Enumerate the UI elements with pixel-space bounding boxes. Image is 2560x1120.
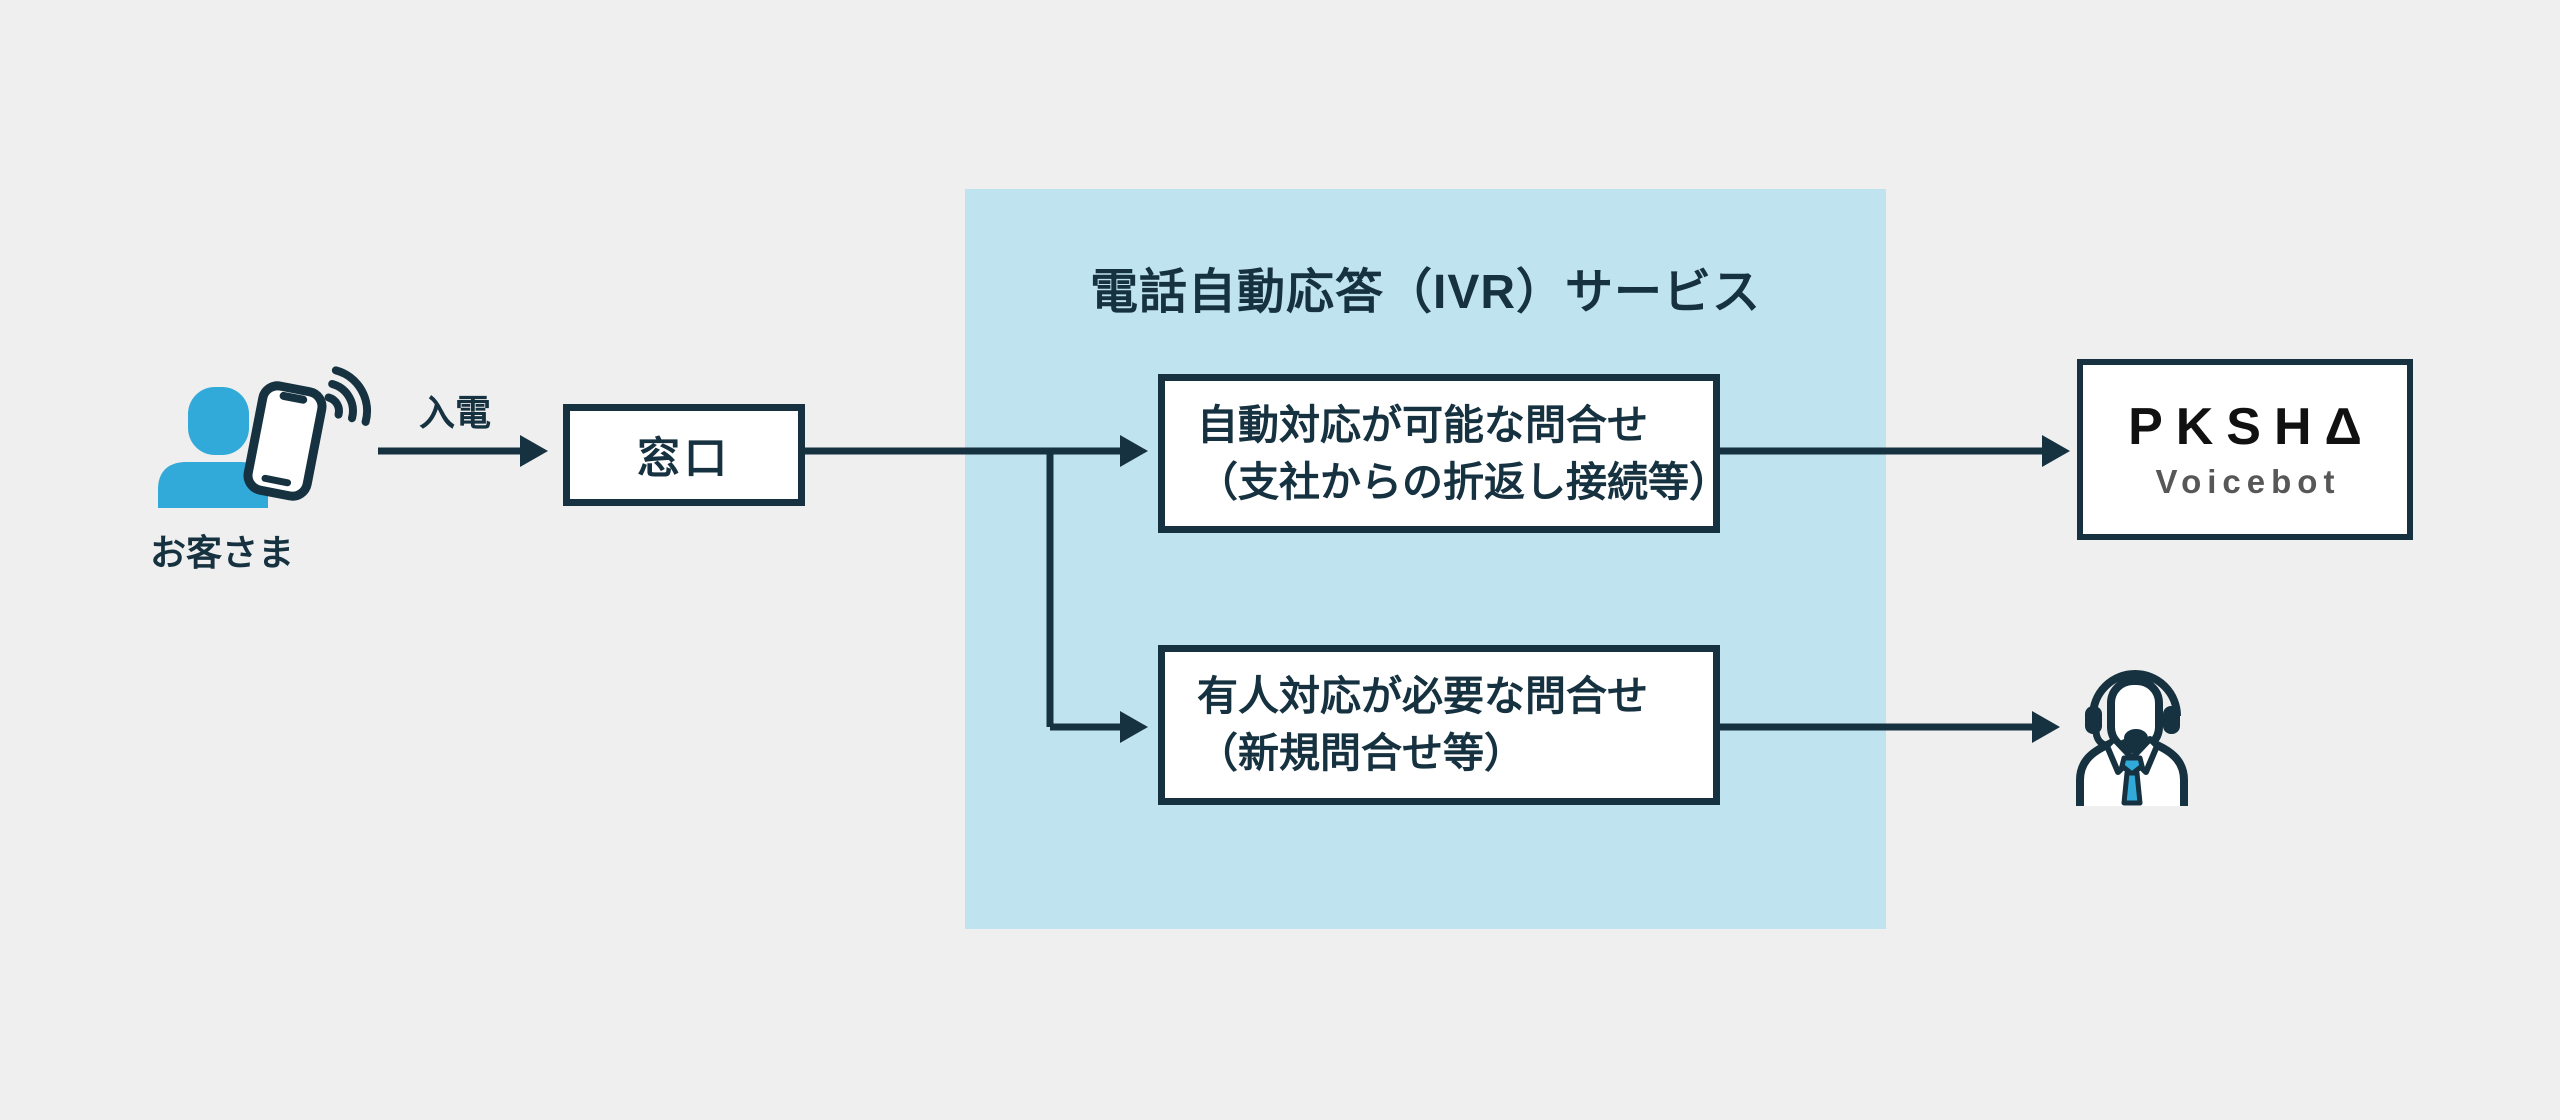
operator-headset-icon bbox=[2076, 670, 2188, 806]
tie-knot bbox=[2119, 755, 2145, 777]
headset-mic bbox=[2124, 729, 2148, 747]
incoming-call-label: 入電 bbox=[418, 392, 491, 433]
operator-face bbox=[2107, 677, 2163, 753]
smartphone-icon bbox=[243, 381, 327, 501]
tie-tail bbox=[2121, 770, 2143, 806]
human-response-line2: （新規問合せ等） bbox=[1197, 730, 1525, 776]
ivr-panel-title: 電話自動応答（IVR）サービス bbox=[1089, 266, 1762, 319]
arrow-incoming-call bbox=[378, 435, 548, 467]
auto-response-line2: （支社からの折返し接続等） bbox=[1197, 458, 1730, 505]
auto-response-box: 自動対応が可能な問合せ （支社からの折返し接続等） bbox=[1158, 374, 1730, 533]
person-body bbox=[158, 462, 268, 508]
ivr-service-panel bbox=[965, 189, 1886, 929]
headset-earcup-right bbox=[2163, 706, 2180, 734]
human-response-box: 有人対応が必要な問合せ （新規問合せ等） bbox=[1158, 645, 1720, 805]
human-response-line1: 有人対応が必要な問合せ bbox=[1197, 673, 1648, 719]
customer-phone-icon bbox=[158, 366, 372, 508]
pksha-voicebot-box: PKSHΔ Voicebot bbox=[2077, 359, 2413, 540]
headset-band bbox=[2089, 670, 2181, 717]
person-head bbox=[188, 387, 249, 455]
customer-label: お客さま bbox=[150, 532, 295, 573]
sound-waves-icon bbox=[324, 366, 372, 426]
reception-box-label: 窓口 bbox=[637, 435, 731, 483]
pksha-logo: PKSHΔ bbox=[2128, 398, 2375, 456]
reception-box: 窓口 bbox=[563, 404, 805, 506]
auto-response-line1: 自動対応が可能な問合せ bbox=[1197, 401, 1648, 448]
voicebot-logo-label: Voicebot bbox=[2155, 463, 2341, 500]
